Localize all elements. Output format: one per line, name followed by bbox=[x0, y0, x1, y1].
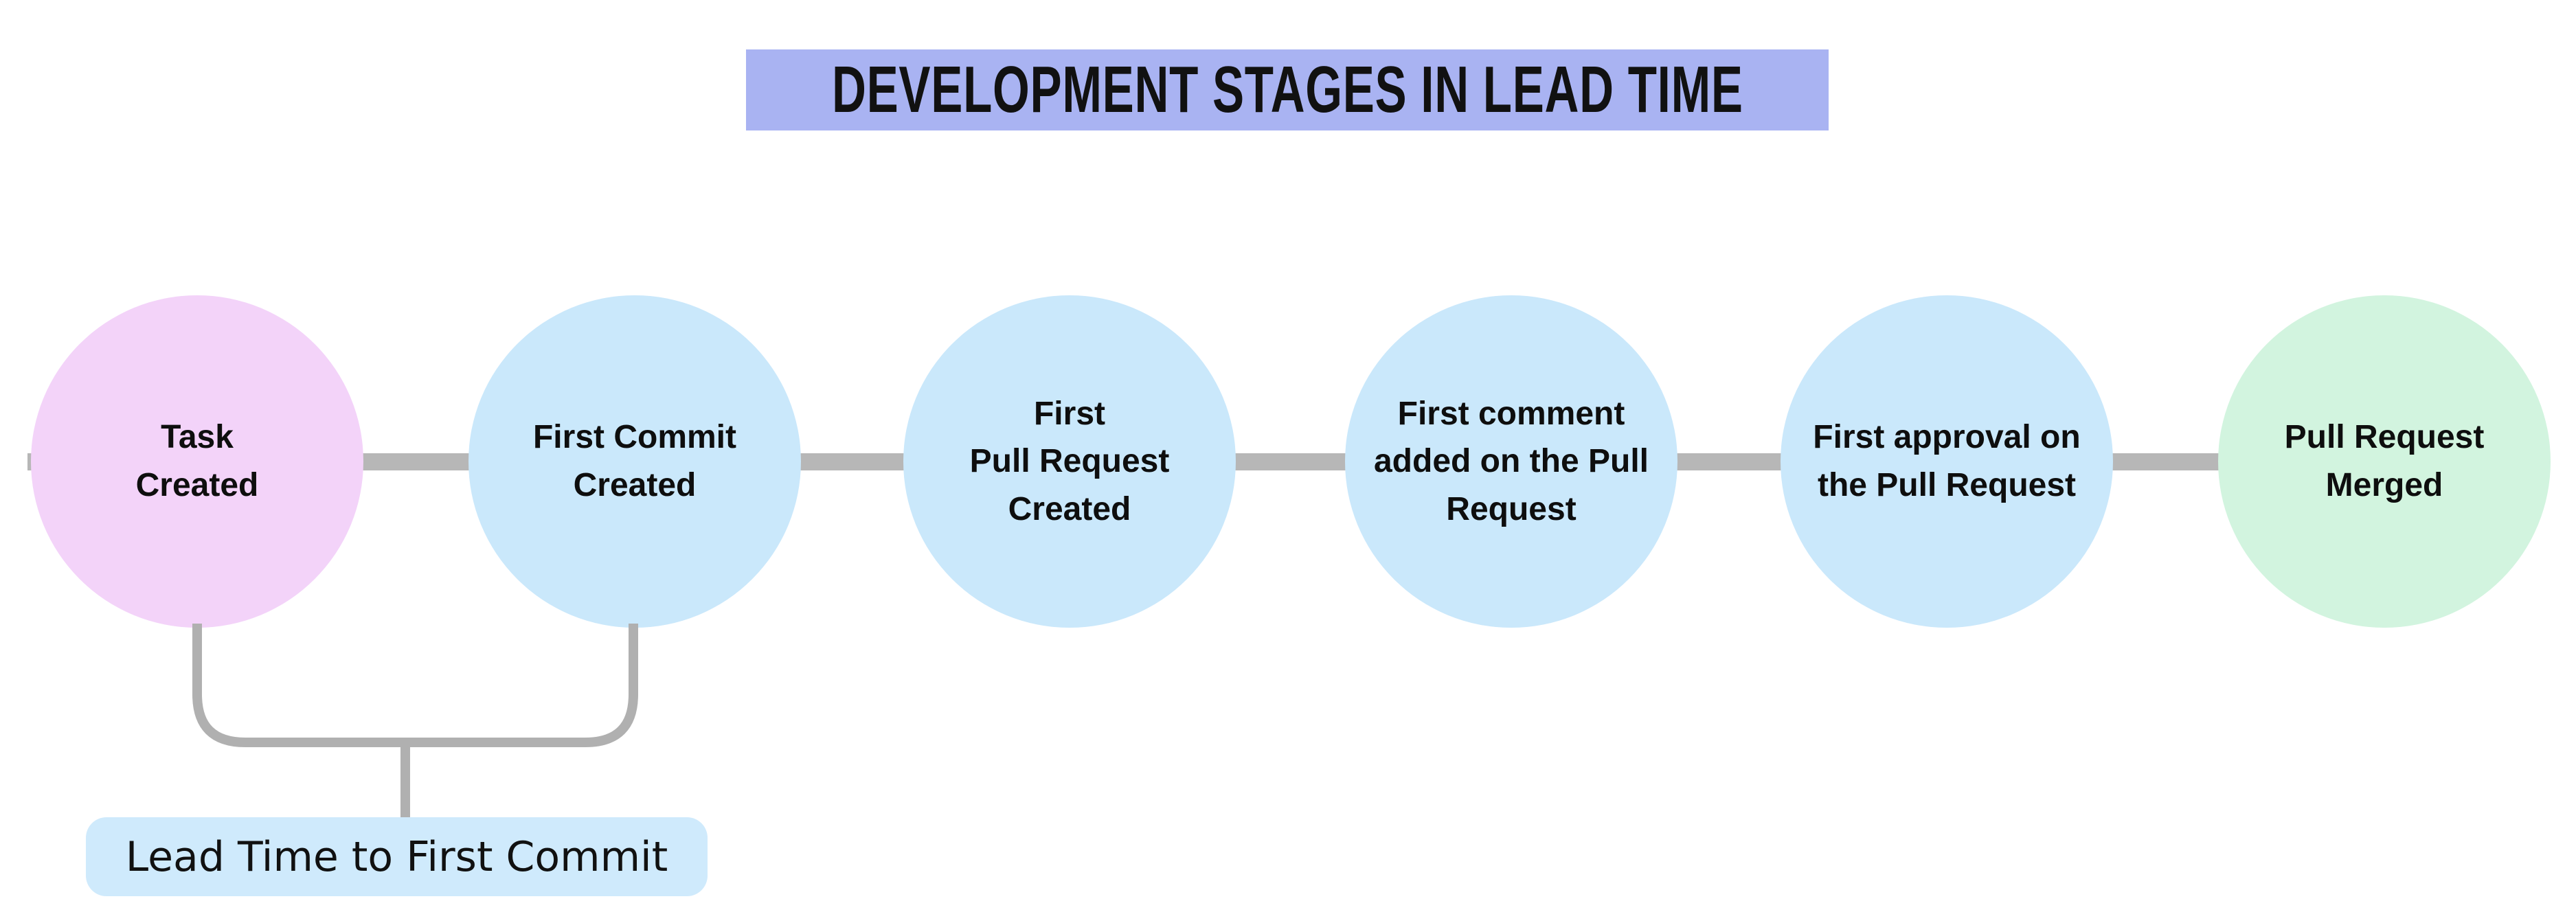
stage-node-first-pull-request-created: First Pull Request Created bbox=[903, 295, 1236, 628]
stage-node-first-approval: First approval on the Pull Request bbox=[1781, 295, 2113, 628]
diagram-title: DEVELOPMENT STAGES IN LEAD TIME bbox=[831, 53, 1743, 126]
stage-label: Pull Request Merged bbox=[2284, 419, 2485, 503]
stage-label: First comment added on the Pull Request bbox=[1373, 395, 1649, 527]
stage-label: First approval on the Pull Request bbox=[1813, 419, 2081, 503]
diagram-title-banner: DEVELOPMENT STAGES IN LEAD TIME bbox=[746, 49, 1829, 130]
stage-label: First Pull Request Created bbox=[969, 395, 1170, 527]
stage-node-first-commit-created: First Commit Created bbox=[468, 295, 801, 628]
stage-label: First Commit Created bbox=[532, 419, 736, 503]
stage-node-pull-request-merged: Pull Request Merged bbox=[2218, 295, 2551, 628]
lead-time-annotation: Lead Time to First Commit bbox=[86, 817, 708, 896]
stage-label: Task Created bbox=[135, 419, 259, 503]
lead-time-annotation-label: Lead Time to First Commit bbox=[125, 832, 668, 881]
stage-node-task-created: Task Created bbox=[31, 295, 363, 628]
lead-time-bracket-path bbox=[192, 624, 638, 819]
stage-node-first-comment-added: First comment added on the Pull Request bbox=[1345, 295, 1677, 628]
